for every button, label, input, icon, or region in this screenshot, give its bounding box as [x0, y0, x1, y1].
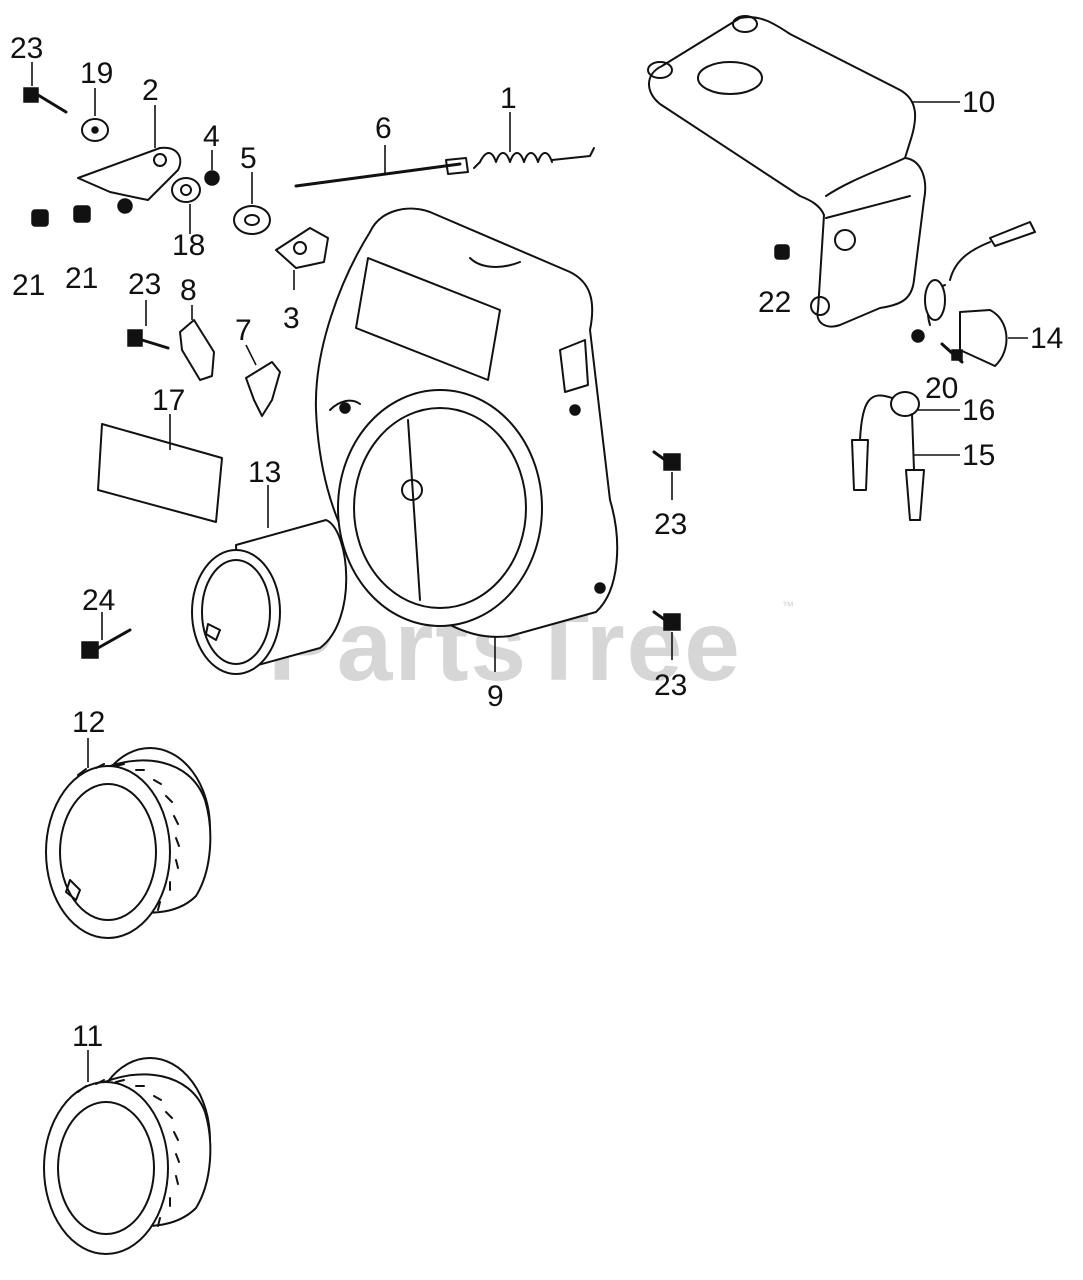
- callout-23-b: 23: [128, 268, 161, 301]
- callout-18: 18: [172, 229, 205, 262]
- callout-23-a: 23: [10, 32, 43, 65]
- callout-14: 14: [1030, 322, 1063, 355]
- part-6-rod[interactable]: [294, 157, 469, 188]
- callout-10: 10: [962, 86, 995, 119]
- callout-11: 11: [72, 1020, 103, 1053]
- callout-21-a: 21: [12, 269, 45, 302]
- watermark-trademark: ™: [782, 599, 794, 613]
- callout-8: 8: [180, 274, 197, 307]
- part-2-lever[interactable]: [77, 146, 182, 214]
- part-15-terminal[interactable]: [851, 439, 925, 521]
- part-17-label[interactable]: [97, 423, 223, 523]
- callout-21-b: 21: [65, 262, 98, 295]
- part-8-bracket[interactable]: [179, 319, 215, 381]
- part-16-connector[interactable]: [859, 391, 920, 471]
- callout-2: 2: [142, 74, 159, 107]
- callout-20: 20: [925, 372, 958, 405]
- part-11-starter-pulley[interactable]: [43, 1057, 212, 1255]
- part-1-spring[interactable]: [473, 147, 595, 169]
- pulley-11-vents: [77, 1079, 180, 1227]
- part-19-washer[interactable]: [81, 118, 109, 142]
- callout-24: 24: [82, 584, 115, 617]
- callout-1: 1: [500, 82, 517, 115]
- part-23-bolt-c[interactable]: [652, 450, 681, 471]
- part-23-bolt-d[interactable]: [652, 610, 681, 631]
- callout-13: 13: [248, 456, 281, 489]
- callout-4: 4: [203, 120, 220, 153]
- callout-5: 5: [240, 142, 257, 175]
- part-23-bolt-a[interactable]: [23, 87, 68, 114]
- callout-12: 12: [72, 706, 105, 739]
- callout-23-c: 23: [654, 508, 687, 541]
- callout-15: 15: [962, 439, 995, 472]
- part-4-nut[interactable]: [204, 170, 220, 186]
- part-10-shroud-plate[interactable]: [647, 15, 927, 328]
- part-14-switch[interactable]: [911, 221, 1036, 367]
- part-21-nut-a[interactable]: [31, 209, 49, 227]
- callout-9: 9: [487, 680, 504, 713]
- callout-7: 7: [235, 314, 252, 347]
- callout-19: 19: [80, 57, 113, 90]
- part-3-bracket[interactable]: [275, 227, 329, 269]
- pulley-12-vents: [77, 763, 180, 911]
- part-9-fan-shroud[interactable]: [314, 207, 619, 638]
- part-7-bracket[interactable]: [245, 361, 281, 417]
- part-21-nut-b[interactable]: [73, 205, 91, 223]
- part-18-washer[interactable]: [171, 177, 201, 203]
- part-22-nut[interactable]: [774, 244, 790, 260]
- callout-3: 3: [283, 302, 300, 335]
- part-5-washer[interactable]: [233, 205, 271, 235]
- callout-6: 6: [375, 112, 392, 145]
- callout-16: 16: [962, 394, 995, 427]
- part-24-bolt[interactable]: [81, 628, 132, 659]
- part-23-bolt-b[interactable]: [127, 329, 170, 350]
- part-20-screw[interactable]: [940, 342, 964, 364]
- part-12-starter-pulley[interactable]: [45, 747, 212, 939]
- callout-17: 17: [152, 384, 185, 417]
- callout-23-d: 23: [654, 669, 687, 702]
- part-13-screen-cylinder[interactable]: [191, 519, 348, 675]
- callout-22: 22: [758, 286, 791, 319]
